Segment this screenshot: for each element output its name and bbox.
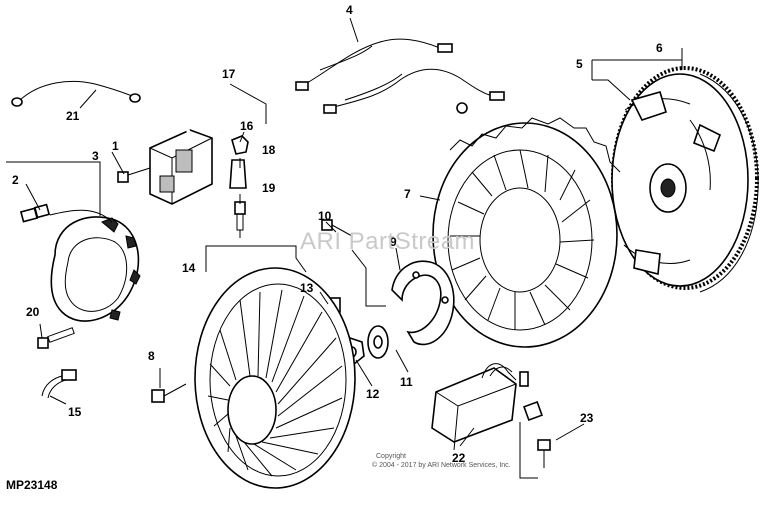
part-3-stator[interactable] <box>49 209 141 322</box>
part-10-screw[interactable] <box>321 219 353 237</box>
part-11-washer[interactable] <box>367 325 389 359</box>
part-2-connector[interactable] <box>19 203 51 223</box>
part-9-bracket[interactable] <box>391 260 455 346</box>
callout-19: 19 <box>262 181 276 195</box>
part-5-flywheel[interactable] <box>611 66 759 290</box>
part-8-bolt[interactable] <box>151 383 187 403</box>
part-20-bolt[interactable] <box>37 327 75 349</box>
callout-14: 14 <box>182 261 196 275</box>
leader-lines <box>6 17 683 479</box>
callout-1: 1 <box>112 139 119 153</box>
ignition-module[interactable] <box>149 129 213 205</box>
callout-23: 23 <box>580 411 594 425</box>
callout-5: 5 <box>576 57 583 71</box>
watermark: ARI PartStream <box>300 228 476 255</box>
part-16-terminal[interactable] <box>231 135 249 155</box>
callout-4: 4 <box>346 3 353 17</box>
callout-17: 17 <box>222 67 236 81</box>
part-22-rectifier[interactable] <box>431 363 543 451</box>
part-4-wire-harness[interactable] <box>295 38 505 114</box>
callout-21: 21 <box>66 109 80 123</box>
part-1-screw[interactable] <box>117 167 151 183</box>
part-18-boot[interactable] <box>229 159 247 189</box>
callout-3: 3 <box>92 149 99 163</box>
callout-labels: 1 2 3 4 5 6 7 8 9 10 11 12 13 14 15 16 1… <box>12 3 663 465</box>
callout-10: 10 <box>318 209 332 223</box>
callout-12: 12 <box>366 387 380 401</box>
figure-code: MP23148 <box>6 478 58 492</box>
callout-8: 8 <box>148 349 155 363</box>
part-7-fan[interactable] <box>432 117 621 348</box>
callout-11: 11 <box>400 375 413 389</box>
part-19-spark-plug[interactable] <box>234 201 246 238</box>
part-6-ring-gear[interactable] <box>699 73 759 293</box>
callout-9: 9 <box>390 235 397 249</box>
callout-22: 22 <box>452 451 466 465</box>
part-17-spark-plug-wire[interactable] <box>172 83 224 141</box>
callout-2: 2 <box>12 173 19 187</box>
part-21-ground-wire[interactable] <box>11 80 141 107</box>
callout-13: 13 <box>300 281 314 295</box>
part-23-screw[interactable] <box>537 439 551 468</box>
copyright-line-2: © 2004 - 2017 by ARI Network Services, I… <box>372 462 511 469</box>
callout-20: 20 <box>26 305 40 319</box>
callout-7: 7 <box>404 187 411 201</box>
copyright-line-1: Copyright <box>376 453 406 460</box>
part-15-lead[interactable] <box>41 369 77 399</box>
part-14-screen[interactable] <box>194 267 356 489</box>
callout-16: 16 <box>240 119 254 133</box>
callout-15: 15 <box>68 405 82 419</box>
callout-18: 18 <box>262 143 276 157</box>
copyright-notice: Copyright © 2004 - 2017 by ARI Network S… <box>372 452 511 470</box>
callout-6: 6 <box>656 41 663 55</box>
